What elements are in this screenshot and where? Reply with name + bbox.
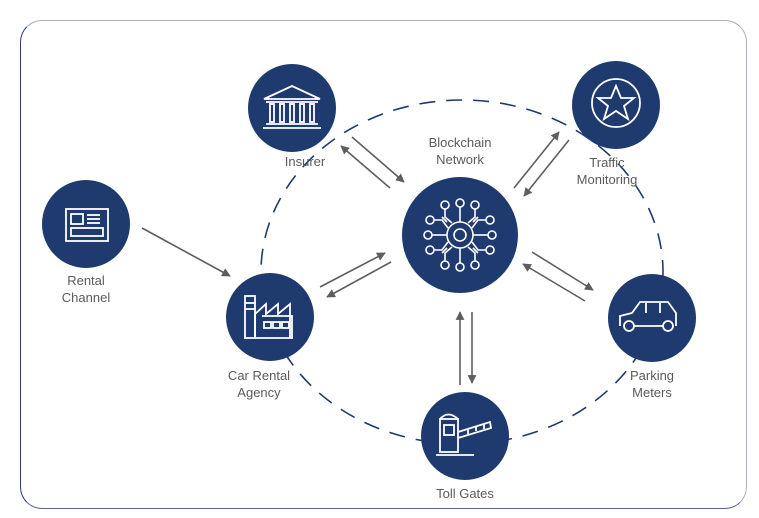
label-rental-channel: Rental Channel [62,272,110,306]
label-parking-meters: Parking Meters [630,367,674,401]
label-insurer: Insurer [285,153,325,170]
bank-building-icon [263,85,321,129]
node-car-rental-agency[interactable] [226,273,314,361]
node-insurer[interactable] [248,64,336,152]
label-line: Blockchain [428,135,492,150]
node-blockchain-network[interactable] [402,177,518,293]
arrow-traffic-blockchain-return [523,139,570,197]
node-toll-gates[interactable] [421,392,509,480]
label-line: Meters [632,385,672,400]
car-icon [619,301,677,332]
toll-booth-icon [436,413,493,456]
arrow-parking-blockchain-return [522,263,586,302]
label-line: Agency [237,385,281,400]
label-line: Toll Gates [436,486,494,501]
arrow-insurer-blockchain [351,136,405,183]
arrow-parking-blockchain [531,251,594,291]
node-traffic-monitoring[interactable] [572,61,660,149]
label-line: Parking [629,368,675,383]
label-line: Insurer [284,154,326,169]
id-card-icon [65,208,109,242]
diagram-frame [20,20,747,509]
arrow-traffic-blockchain [513,131,560,189]
arrow-car-rental-blockchain-return [326,261,392,298]
label-line: Monitoring [576,172,638,187]
network-ring [260,99,664,445]
node-parking-meters[interactable] [608,274,696,362]
label-toll-gates: Toll Gates [436,485,494,502]
label-line: Network [436,152,484,167]
label-line: Car Rental [227,368,291,383]
star-circle-icon [591,78,641,128]
node-rental-channel[interactable] [42,180,130,268]
label-traffic-monitoring: Traffic Monitoring [577,154,638,188]
arrow-car-rental-blockchain [319,252,386,288]
arrow-rental-channel-car-rental [141,227,231,277]
label-line: Rental [67,273,105,288]
label-line: Traffic [589,155,625,170]
factory-icon [244,295,293,339]
label-line: Channel [61,290,111,305]
label-car-rental-agency: Car Rental Agency [228,367,290,401]
label-blockchain-network: Blockchain Network [429,134,492,168]
circuit-gear-icon [423,198,497,272]
arrow-insurer-blockchain-return [340,145,391,189]
